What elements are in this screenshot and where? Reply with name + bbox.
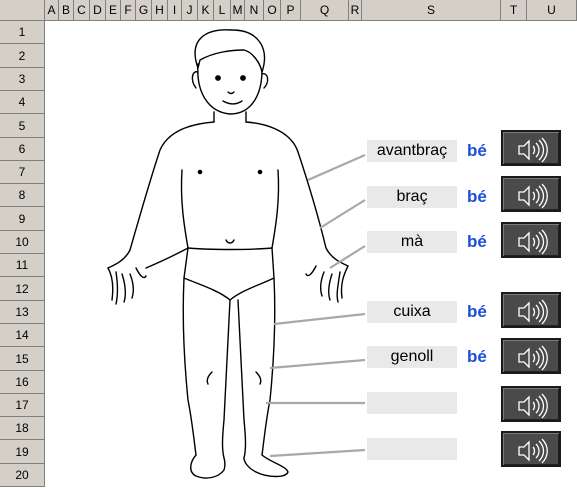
play-sound-button[interactable] <box>501 338 561 374</box>
column-header[interactable]: N <box>245 0 264 21</box>
play-sound-button[interactable] <box>501 292 561 328</box>
speaker-icon <box>518 345 548 371</box>
row-header[interactable]: 20 <box>0 464 45 487</box>
row-header[interactable]: 1 <box>0 21 45 44</box>
column-header[interactable]: C <box>74 0 90 21</box>
body-part-label[interactable]: cuixa <box>367 301 457 323</box>
column-header[interactable]: J <box>182 0 198 21</box>
result-text: bé <box>467 302 487 321</box>
row-header[interactable]: 10 <box>0 231 45 254</box>
column-header[interactable]: B <box>59 0 74 21</box>
column-header[interactable]: R <box>349 0 362 21</box>
row-header[interactable]: 2 <box>0 44 45 68</box>
row-header[interactable]: 16 <box>0 371 45 394</box>
column-header[interactable]: M <box>231 0 245 21</box>
play-sound-button[interactable] <box>501 176 561 212</box>
body-part-label[interactable]: mà <box>367 231 457 253</box>
body-part-label[interactable]: braç <box>367 186 457 208</box>
column-header[interactable]: D <box>90 0 106 21</box>
result-text: bé <box>467 187 487 206</box>
column-header[interactable]: E <box>106 0 121 21</box>
body-part-label[interactable]: genoll <box>367 346 457 368</box>
column-header[interactable]: H <box>152 0 168 21</box>
play-sound-button[interactable] <box>501 386 561 422</box>
column-header[interactable]: Q <box>301 0 349 21</box>
speaker-icon <box>518 393 548 419</box>
row-header[interactable]: 6 <box>0 138 45 161</box>
row-header[interactable]: 5 <box>0 114 45 138</box>
row-header[interactable]: 18 <box>0 417 45 440</box>
row-header[interactable]: 19 <box>0 440 45 464</box>
speaker-icon <box>518 229 548 255</box>
speaker-icon <box>518 299 548 325</box>
row-header[interactable]: 3 <box>0 68 45 91</box>
row-header[interactable]: 13 <box>0 301 45 324</box>
row-header[interactable]: 7 <box>0 161 45 184</box>
row-header[interactable]: 8 <box>0 184 45 207</box>
select-all-corner[interactable] <box>0 0 45 21</box>
row-header[interactable]: 9 <box>0 207 45 231</box>
column-header[interactable]: L <box>214 0 231 21</box>
body-part-label[interactable] <box>367 392 457 414</box>
result-text: bé <box>467 141 487 160</box>
column-header[interactable]: I <box>168 0 182 21</box>
body-part-label[interactable] <box>367 438 457 460</box>
speaker-icon <box>518 183 548 209</box>
row-header[interactable]: 11 <box>0 254 45 277</box>
column-header[interactable]: G <box>136 0 152 21</box>
column-header[interactable]: S <box>362 0 501 21</box>
speaker-icon <box>518 438 548 464</box>
play-sound-button[interactable] <box>501 222 561 258</box>
column-header[interactable]: F <box>121 0 136 21</box>
column-header[interactable]: P <box>281 0 301 21</box>
column-header[interactable]: T <box>501 0 527 21</box>
row-header[interactable]: 4 <box>0 91 45 114</box>
row-header[interactable]: 15 <box>0 347 45 371</box>
play-sound-button[interactable] <box>501 431 561 467</box>
row-header[interactable]: 17 <box>0 394 45 417</box>
body-part-label[interactable]: avantbraç <box>367 140 457 162</box>
column-header[interactable]: A <box>45 0 59 21</box>
speaker-icon <box>518 137 548 163</box>
column-header[interactable]: K <box>198 0 214 21</box>
row-header[interactable]: 14 <box>0 324 45 347</box>
row-header[interactable]: 12 <box>0 277 45 301</box>
play-sound-button[interactable] <box>501 130 561 166</box>
result-text: bé <box>467 232 487 251</box>
result-text: bé <box>467 347 487 366</box>
column-header[interactable]: O <box>264 0 281 21</box>
